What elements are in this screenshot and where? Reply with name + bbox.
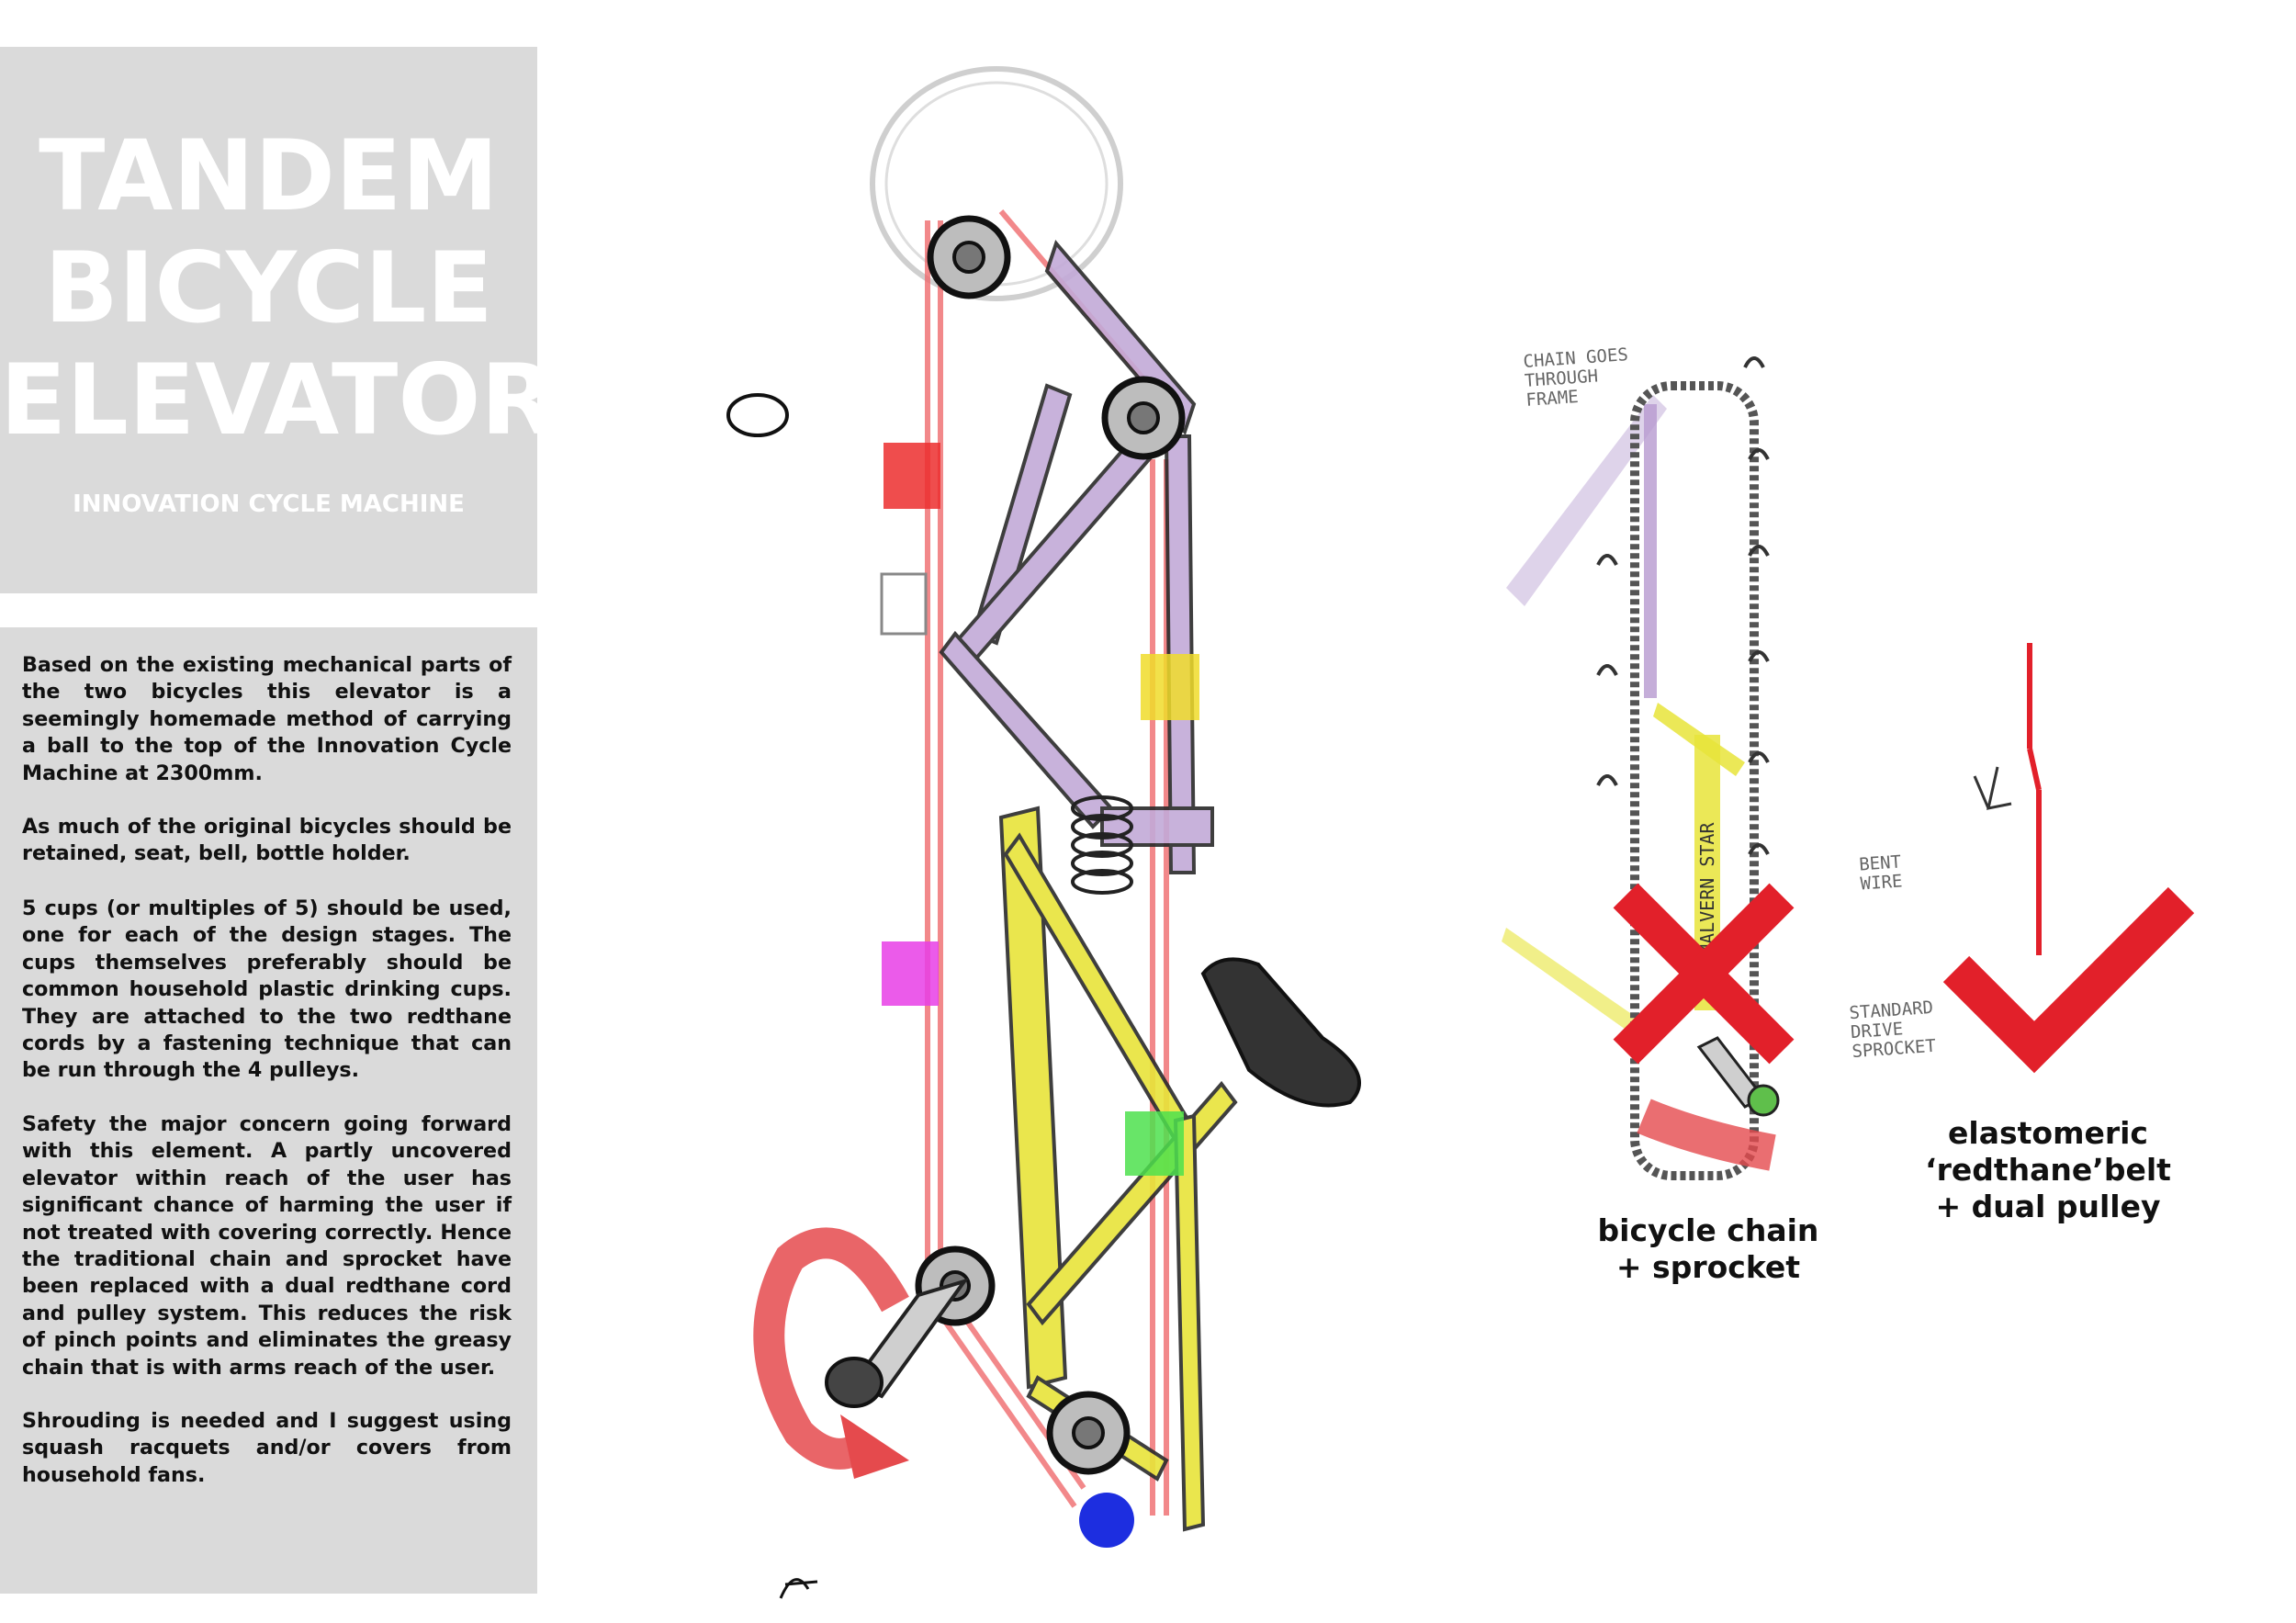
pulley-bottom-right [1046, 1391, 1131, 1475]
red-cup [884, 443, 940, 509]
bicycle-seat [1200, 957, 1361, 1108]
title-line-1: TANDEM [39, 119, 499, 232]
pulley-top-right [1101, 376, 1186, 460]
blue-ball [1079, 1493, 1134, 1548]
rotation-arrowhead [840, 1414, 909, 1479]
top-doodle [726, 393, 789, 437]
bottom-doodle [779, 1578, 818, 1599]
note-drive-sprocket: STANDARD DRIVE SPROCKET [1849, 997, 1937, 1062]
pedal [825, 1357, 884, 1408]
caption-line: elastomeric [1948, 1115, 2148, 1151]
paragraph-shrouding: Shrouding is needed and I suggest using … [22, 1409, 512, 1487]
yellow-frame [998, 806, 1238, 1532]
title-panel: TANDEM BICYCLE ELEVATOR INNOVATION CYCLE… [0, 47, 557, 593]
title-line-3: ELEVATOR [0, 344, 557, 456]
check-mark [1942, 886, 2195, 1074]
paragraph-safety: Safety the major concern going forward w… [22, 1112, 512, 1380]
spring-coil [1071, 795, 1133, 895]
note-line: WIRE [1859, 871, 1904, 895]
cross-mark [1613, 883, 1795, 1065]
caption-chain-sprocket: bicycle chain + sprocket [1561, 1212, 1855, 1286]
subtitle: INNOVATION CYCLE MACHINE [73, 490, 465, 518]
rotation-arrow [753, 1227, 909, 1470]
caption-belt-pulley: elastomeric ‘redthane’belt + dual pulley [1892, 1115, 2204, 1225]
caption-line: + sprocket [1615, 1249, 1801, 1285]
pulley-top-left [927, 215, 1011, 299]
caption-line: + dual pulley [1935, 1189, 2161, 1224]
note-bent-wire: BENT WIRE [1859, 851, 1904, 895]
description-panel: Based on the existing mechanical parts o… [0, 627, 537, 1594]
chain-sprocket-sketch [1502, 356, 1780, 1180]
front-wheel-sketch [870, 66, 1123, 301]
paragraph-retain: As much of the original bicycles should … [22, 815, 512, 866]
frame-brand-text: MALVERN STAR [1696, 822, 1718, 955]
paragraph-cups: 5 cups (or multiples of 5) should be use… [22, 896, 512, 1083]
caption-line: ‘redthane’belt [1925, 1152, 2171, 1188]
title-line-2: BICYCLE [44, 231, 493, 344]
redthane-belt-sketch [1973, 643, 2042, 955]
paragraph-intro: Based on the existing mechanical parts o… [22, 653, 512, 785]
magenta-cup [882, 941, 939, 1006]
green-cup [1125, 1111, 1184, 1176]
caption-line: bicycle chain [1597, 1212, 1819, 1248]
empty-cup-sketch [880, 572, 928, 636]
note-chain-frame: CHAIN GOES THROUGH FRAME [1523, 344, 1632, 411]
purple-frame [939, 240, 1214, 874]
crank-arm [850, 1278, 970, 1399]
yellow-cup [1141, 654, 1199, 720]
